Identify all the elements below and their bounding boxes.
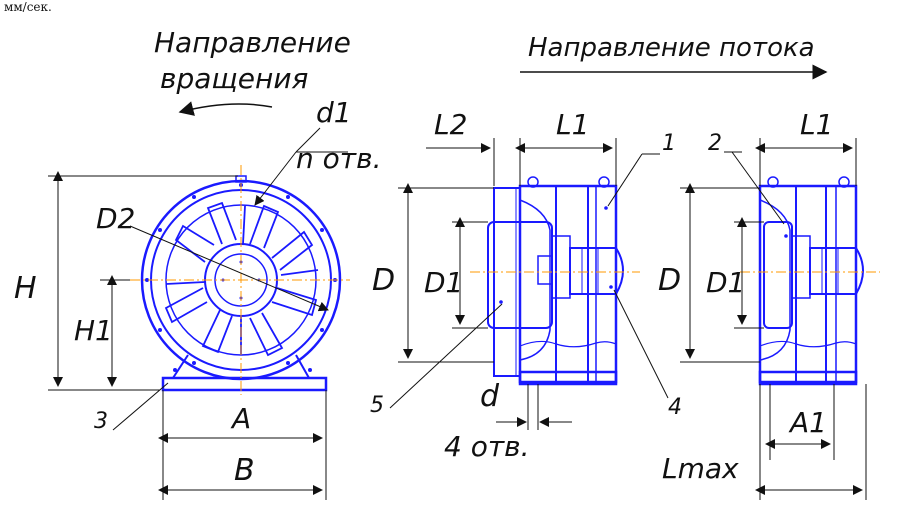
callout-1: 1 [662,131,676,156]
labels: Направление вращения Направление потока … [14,26,833,488]
label-L1-right: L1 [800,108,833,141]
rotation-label-1: Направление [154,26,351,59]
base-plate [161,376,328,392]
callout-3: 3 [94,409,108,434]
label-n-holes: n отв. [296,142,382,175]
front-dimensions [48,127,348,500]
label-4-holes: 4 отв. [444,430,530,463]
label-d1: d1 [316,96,352,129]
duct-body [518,184,618,384]
front-view [130,165,350,395]
label-Lmax: Lmax [662,452,739,485]
label-D-right: D [658,263,681,298]
label-H1: H1 [74,314,113,347]
callout-5: 5 [370,393,384,418]
blades [164,201,319,357]
right-dimensions [680,138,867,500]
callout-4: 4 [668,395,682,420]
label-D1-mid: D1 [424,266,463,299]
side-view-short [740,176,880,386]
label-D-mid: D [372,263,395,298]
flow-label: Направление потока [528,33,815,63]
label-d: d [480,379,500,414]
label-L1-mid: L1 [556,108,589,141]
label-D2: D2 [96,202,135,235]
label-L2: L2 [434,108,467,141]
side-dimensions [389,138,669,430]
rotation-label-2: вращения [160,62,308,95]
label-B: B [234,453,255,488]
top-note: мм/сек. [4,0,52,14]
label-A: A [230,402,251,435]
label-A1: A1 [788,406,827,439]
label-H: H [14,271,37,306]
label-D1-right: D1 [706,266,745,299]
rotation-arrow [178,101,273,116]
callout-2: 2 [708,131,722,156]
side-view-full [470,176,640,386]
